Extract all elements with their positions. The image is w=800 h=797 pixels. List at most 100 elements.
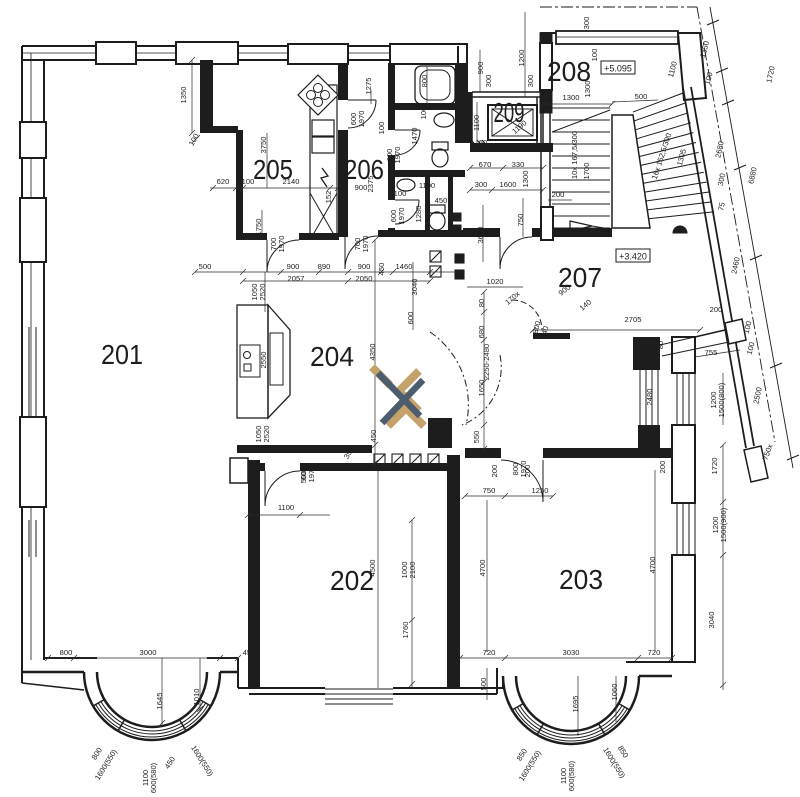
- bay-window-left: [82, 671, 222, 742]
- dim-label: 700: [269, 238, 278, 251]
- dim-label: 600: [406, 312, 415, 325]
- dim-label: 1250: [532, 486, 549, 495]
- dim-label: 1500(900): [719, 507, 728, 542]
- dim-label: 1650: [477, 380, 486, 397]
- dim-label: 75: [716, 201, 727, 211]
- dim-label: 450: [435, 196, 448, 205]
- dim-label: 1050: [254, 426, 263, 443]
- dim-label: 60: [479, 138, 487, 147]
- dim-label: 330: [512, 160, 525, 169]
- dim-label: 3030: [563, 648, 580, 657]
- dimension-lines: [44, 12, 741, 736]
- dim-label: 2140: [283, 177, 300, 186]
- dim-label: 700: [353, 238, 362, 251]
- dim-label: 600(580): [149, 762, 158, 793]
- dim-label: 80: [656, 341, 665, 349]
- dim-label: 100: [419, 107, 428, 120]
- dim-label: 6880: [746, 166, 758, 184]
- dim-label: 2705: [625, 315, 642, 324]
- room-label-208: 208: [547, 56, 591, 87]
- dim-label: 1970: [397, 208, 406, 225]
- dim-label: 100: [242, 177, 255, 186]
- dim-label: 4700: [648, 557, 657, 574]
- dim-label: 4500: [368, 560, 377, 577]
- dim-label: 2375: [366, 176, 375, 193]
- dim-label: 1300: [583, 81, 592, 98]
- dim-label: 890: [318, 262, 331, 271]
- dim-label: 3750: [259, 137, 268, 154]
- dim-label: 1750: [254, 219, 263, 236]
- dim-label: 200: [490, 465, 499, 478]
- dim-label: 1970: [277, 236, 286, 253]
- dim-label: 1500(800): [717, 382, 726, 417]
- room-label-202: 202: [330, 565, 374, 596]
- level-labels: +5.095 +3.420: [600, 60, 651, 263]
- room-label-209: 209: [494, 97, 525, 128]
- dim-label: 200: [552, 190, 565, 199]
- dim-label: 500: [299, 471, 308, 484]
- dim-label: 800: [60, 648, 73, 657]
- dim-label: 720: [483, 648, 496, 657]
- dim-label: 1060: [610, 684, 619, 701]
- dim-label: 1000: [400, 562, 409, 579]
- dim-label: 680: [477, 326, 486, 339]
- level-box: [600, 60, 636, 75]
- dim-label: 1275: [364, 78, 373, 95]
- dim-label: 2250-2480: [482, 344, 491, 380]
- dim-label: 1700: [582, 163, 591, 180]
- bay-window-right: [501, 675, 641, 746]
- dim-label: 450: [369, 430, 378, 443]
- dim-label: 600: [389, 210, 398, 223]
- dim-label: 1600: [500, 180, 517, 189]
- vent-shafts: [373, 250, 465, 466]
- dim-label: 500: [199, 262, 212, 271]
- dim-label: 4350: [368, 344, 377, 361]
- dim-label: 800: [511, 463, 520, 476]
- dim-label: 2550: [259, 352, 268, 369]
- room-labels: 201 202 203 204 205 206 207 208 209: [101, 56, 603, 596]
- dim-label: 900: [476, 62, 485, 75]
- dim-label: 300: [526, 75, 535, 88]
- room-label-205: 205: [253, 154, 293, 185]
- dim-label: 670: [479, 160, 492, 169]
- dim-label: 1200: [709, 392, 718, 409]
- bath-fixtures: [396, 65, 462, 234]
- dim-label: 80: [477, 299, 486, 307]
- dim-label: 1350: [179, 87, 188, 104]
- dim-label: 2460: [729, 256, 741, 274]
- dim-label: 755: [705, 348, 718, 357]
- dim-label: 300: [484, 75, 493, 88]
- dim-label: 1200: [517, 50, 526, 67]
- kitchen-fixtures: [297, 74, 339, 241]
- dim-label: 1645: [155, 693, 164, 710]
- room-label-206: 206: [344, 154, 384, 185]
- dim-label: 600(580): [567, 760, 576, 791]
- dim-label: 450: [243, 648, 256, 657]
- dim-label: 900: [355, 183, 368, 192]
- dim-label: 2480: [645, 389, 654, 406]
- dim-label: 2520: [262, 426, 271, 443]
- dim-label: 300: [582, 17, 591, 30]
- dim-label: 3040: [410, 279, 419, 296]
- dim-label: 100: [377, 122, 386, 135]
- room-label-204: 204: [310, 341, 354, 372]
- dim-label: 1305: [675, 148, 688, 167]
- dim-label: 800: [420, 75, 429, 88]
- dim-label: 1720: [710, 458, 719, 475]
- dim-label: 500: [635, 92, 648, 101]
- level-box: [615, 248, 651, 263]
- level-label: +5.095: [604, 64, 632, 74]
- level-label: +3.420: [619, 252, 647, 262]
- room-label-203: 203: [559, 564, 603, 595]
- dim-label: 300: [716, 172, 727, 186]
- room-label-207: 207: [558, 262, 602, 293]
- dim-label: 2680: [713, 140, 725, 158]
- dim-label: 900: [287, 262, 300, 271]
- room-label-201: 201: [101, 339, 143, 370]
- dim-label: 152: [324, 191, 333, 204]
- dim-label: 1010: [192, 689, 201, 706]
- wall-niche: [229, 457, 249, 484]
- dim-label: 240: [539, 325, 551, 340]
- dim-label: 100: [394, 189, 407, 198]
